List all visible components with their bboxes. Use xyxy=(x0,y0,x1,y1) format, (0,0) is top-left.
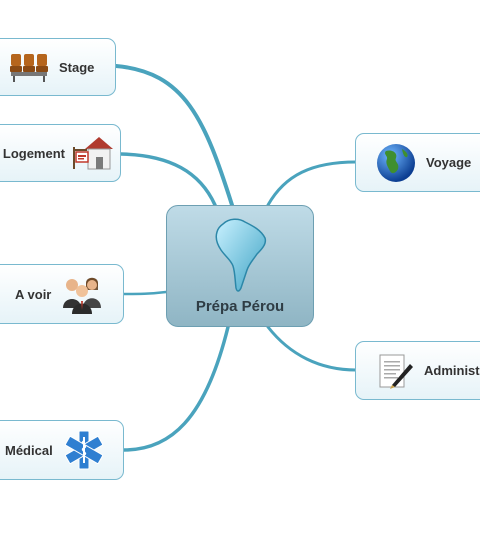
link-stage xyxy=(114,64,234,207)
branch-a-voir[interactable]: A voir xyxy=(0,264,124,324)
central-topic[interactable]: Prépa Pérou xyxy=(166,205,314,327)
branch-label: A voir xyxy=(15,286,52,302)
branch-label: Administratif xyxy=(424,363,480,378)
people-group-icon xyxy=(63,277,102,314)
link-administratif xyxy=(266,325,358,372)
link-logement xyxy=(119,152,217,207)
house-for-sale-icon xyxy=(73,137,113,170)
central-label: Prépa Pérou xyxy=(195,298,285,315)
branch-stage[interactable]: Stage xyxy=(0,38,116,96)
branch-label: Médical xyxy=(5,442,53,458)
link-voyage xyxy=(266,160,358,207)
document-pen-icon xyxy=(379,354,413,389)
branch-administratif[interactable]: Administratif xyxy=(355,341,480,400)
branch-logement[interactable]: Logement xyxy=(0,124,121,182)
branch-medical[interactable]: Médical xyxy=(0,420,124,480)
branch-label: Voyage xyxy=(426,155,472,170)
link-medical xyxy=(122,325,230,452)
link-a-voir xyxy=(122,290,168,296)
star-of-life-icon xyxy=(64,430,103,470)
branch-voyage[interactable]: Voyage xyxy=(355,133,480,192)
theater-seats-icon xyxy=(10,54,48,82)
south-america-icon xyxy=(215,218,267,292)
branch-label: Stage xyxy=(59,59,95,75)
globe-icon xyxy=(377,143,415,182)
branch-label: Logement xyxy=(2,145,65,161)
